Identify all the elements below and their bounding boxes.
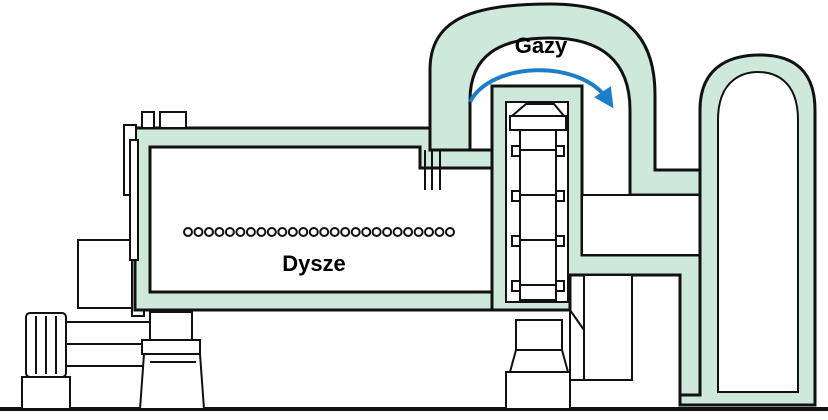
nozzle bbox=[277, 227, 288, 237]
drum-top-vent bbox=[141, 111, 187, 129]
nozzle-row bbox=[183, 227, 455, 237]
nozzle bbox=[371, 227, 382, 237]
nozzle bbox=[266, 227, 277, 237]
nozzle bbox=[256, 227, 267, 237]
nozzle bbox=[445, 227, 455, 237]
nozzle bbox=[287, 227, 298, 237]
column-support bbox=[505, 319, 571, 410]
nozzle bbox=[424, 227, 434, 237]
nozzle bbox=[340, 227, 351, 237]
cyclone-inner bbox=[717, 70, 799, 393]
nozzle bbox=[350, 227, 361, 237]
nozzle bbox=[392, 227, 403, 237]
nozzle bbox=[204, 227, 214, 237]
nozzle bbox=[434, 227, 445, 237]
nozzle bbox=[245, 227, 256, 237]
nozzle bbox=[361, 227, 372, 237]
nozzle bbox=[382, 227, 393, 237]
gas-duct-outer bbox=[428, 2, 722, 197]
gases-label: Gazy bbox=[515, 33, 568, 58]
nozzle bbox=[193, 227, 204, 237]
nozzle bbox=[224, 227, 235, 237]
gas-flow-arrow bbox=[468, 68, 614, 109]
nozzle bbox=[413, 227, 424, 237]
nozzle bbox=[214, 227, 225, 237]
nozzle bbox=[235, 227, 246, 237]
nozzle bbox=[403, 227, 414, 237]
nozzle bbox=[319, 227, 330, 237]
elevator-rungs bbox=[511, 129, 565, 301]
left-support bbox=[138, 311, 206, 410]
nozzle bbox=[308, 227, 319, 237]
column-top-cap bbox=[509, 103, 567, 131]
outlet-hood-lines bbox=[424, 150, 441, 190]
nozzle bbox=[329, 227, 340, 237]
drum-end-flange bbox=[123, 124, 139, 261]
fan-housing bbox=[569, 194, 703, 381]
nozzle bbox=[298, 227, 309, 237]
drive-motor bbox=[21, 312, 151, 410]
nozzle bbox=[183, 227, 193, 237]
nozzles-label: Dysze bbox=[282, 251, 346, 276]
